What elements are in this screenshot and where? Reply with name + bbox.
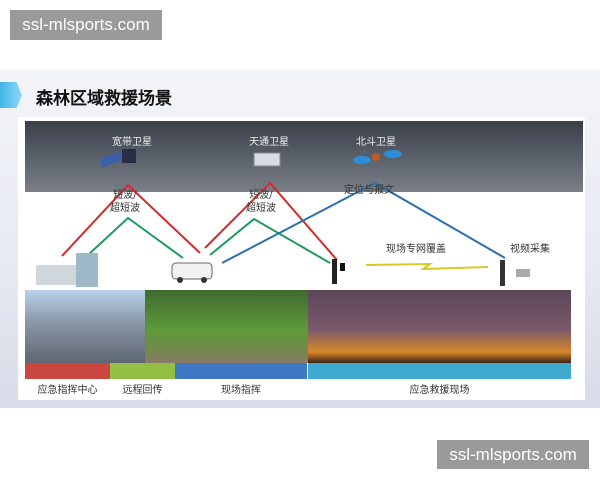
city-photo xyxy=(25,290,145,363)
satellite-label-tiantong: 天通卫星 xyxy=(249,137,289,148)
link-label-shortwave-2: 短波/ 超短波 xyxy=(246,190,276,214)
link-lines xyxy=(36,149,530,287)
zone-label-command-center: 应急指挥中心 xyxy=(37,385,98,396)
broadband-satellite-icon xyxy=(99,149,136,168)
zone-label-rescue-site: 应急救援现场 xyxy=(409,385,470,396)
tiantong-satellite-icon xyxy=(253,152,281,167)
zone-bar-remote-backhaul xyxy=(110,363,175,379)
diagram-panel: 宽带卫星 天通卫星 北斗卫星 短波/ 超短波 短波/ 超短波 定位与报文 现场专… xyxy=(18,117,585,400)
beidou-satellite-icon xyxy=(353,150,402,164)
link-label-mesh: 现场专网覆盖 xyxy=(386,244,446,255)
green-link-broadband xyxy=(87,216,184,259)
rescuer-camera-icon xyxy=(500,260,530,286)
green-link-tiantong xyxy=(209,217,331,264)
rescuer-radio-icon xyxy=(332,259,345,284)
slide: 森林区域救援场景 宽带卫星 天通卫星 北斗卫星 短波/ 超短波 短波/ 超短波 … xyxy=(0,70,600,408)
red-link-broadband xyxy=(61,183,201,257)
blue-link-beidou xyxy=(221,181,506,264)
satellite-label-beidou: 北斗卫星 xyxy=(356,137,396,148)
link-label-video: 视频采集 xyxy=(510,244,550,255)
title-accent xyxy=(0,82,22,108)
page-title: 森林区域救援场景 xyxy=(36,89,172,109)
command-vehicle-icon xyxy=(171,262,213,283)
link-label-shortwave-1: 短波/ 超短波 xyxy=(110,190,140,214)
watermark: ssl-mlsports.com xyxy=(10,10,162,40)
mesh-lightning-icon xyxy=(365,262,489,271)
zone-bar-command-center xyxy=(25,363,110,379)
forest-photo xyxy=(145,290,308,363)
zone-bar-onsite-command xyxy=(175,363,307,379)
forest-fire-photo xyxy=(308,290,571,363)
watermark: ssl-mlsports.com xyxy=(437,440,589,469)
zone-label-remote-backhaul: 远程回传 xyxy=(122,385,163,396)
zone-bar-rescue-site xyxy=(308,363,571,379)
satellite-label-broadband: 宽带卫星 xyxy=(112,137,152,148)
command-center-building-icon xyxy=(36,253,98,287)
red-link-tiantong xyxy=(204,181,338,261)
zone-label-onsite-command: 现场指挥 xyxy=(221,385,261,396)
link-label-positioning: 定位与报文 xyxy=(344,185,394,196)
